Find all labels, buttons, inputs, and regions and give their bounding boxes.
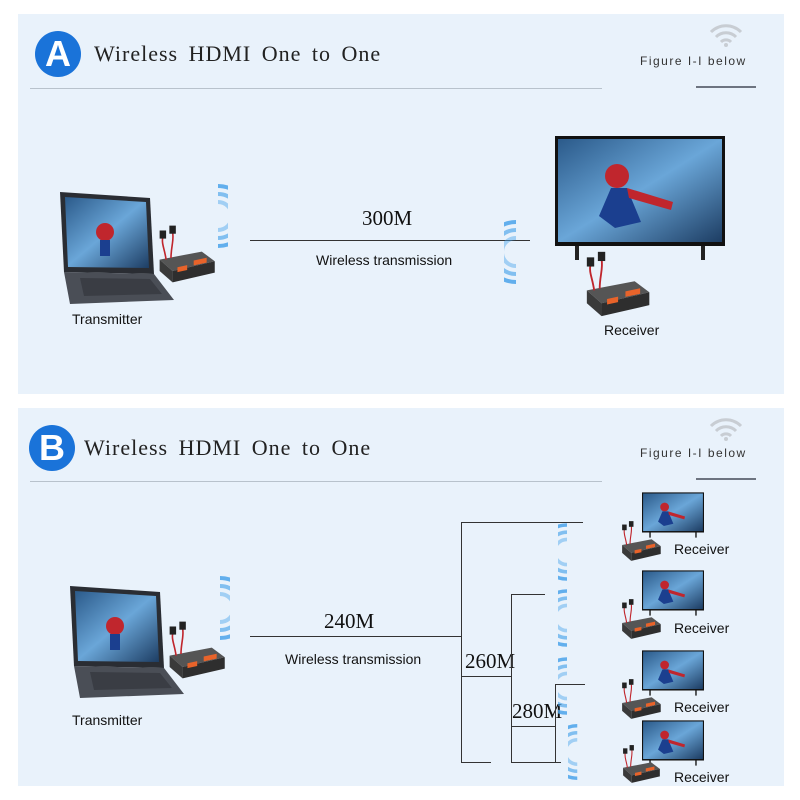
title-divider <box>30 481 602 482</box>
speed-inner-label: 280M <box>512 699 563 723</box>
signal-wave-icon <box>558 523 569 581</box>
signal-wave-icon <box>568 724 579 780</box>
figure-underline <box>696 478 756 480</box>
title-divider <box>30 88 602 89</box>
badge-b-icon: B <box>29 425 75 471</box>
hdmi-box-icon <box>621 520 662 562</box>
wifi-icon <box>709 418 743 441</box>
signal-wave-icon <box>558 589 569 647</box>
transmission-line <box>250 636 462 637</box>
tv-icon <box>555 136 725 260</box>
wireless-transmission-label: Wireless transmission <box>316 252 453 268</box>
signal-wave-icon <box>216 184 228 248</box>
branch-to-receiver-4b <box>511 762 561 763</box>
speed-main-label: 240M <box>324 609 375 633</box>
transmission-line <box>250 240 530 241</box>
panel-one-to-many-b: B Wireless HDMI One to One Figure I-I be… <box>18 408 784 786</box>
receiver-label-4: Receiver <box>674 769 730 785</box>
branch-to-receiver-1 <box>461 522 583 523</box>
receiver-label-3: Receiver <box>674 699 730 715</box>
branch-to-receiver-4 <box>461 762 491 763</box>
receiver-label-1: Receiver <box>674 541 730 557</box>
branch-level-2-stub <box>461 676 511 677</box>
hdmi-box-icon <box>585 250 651 318</box>
hdmi-box-icon <box>621 598 662 640</box>
wireless-transmission-label: Wireless transmission <box>285 651 422 667</box>
figure-underline <box>696 86 756 88</box>
branch-level-2 <box>511 594 512 762</box>
transmitter-label: Transmitter <box>72 311 143 327</box>
hdmi-box-icon <box>621 678 662 720</box>
figure-label: Figure I-I below <box>640 54 747 68</box>
branch-level-3-stub <box>511 726 555 727</box>
branch-to-receiver-2 <box>511 594 545 595</box>
badge-a-icon: A <box>35 31 81 77</box>
signal-wave-icon <box>218 576 230 640</box>
hdmi-box-icon <box>622 744 661 784</box>
signal-wave-icon <box>504 220 518 284</box>
branch-to-receiver-3 <box>555 684 585 685</box>
svg-text:B: B <box>39 427 65 468</box>
transmitter-label: Transmitter <box>72 712 143 728</box>
signal-wave-icon <box>558 657 569 715</box>
wifi-icon <box>709 24 743 47</box>
figure-label: Figure I-I below <box>640 446 747 460</box>
branch-trunk <box>461 522 462 762</box>
panel-one-to-one-a: A Wireless HDMI One to One Figure I-I be… <box>18 14 784 394</box>
speed-label: 300M <box>362 206 413 230</box>
panel-b-title: Wireless HDMI One to One <box>84 435 372 460</box>
svg-text:A: A <box>45 33 71 74</box>
receiver-label-2: Receiver <box>674 620 730 636</box>
speed-mid-label: 260M <box>465 649 516 673</box>
panel-a-title: Wireless HDMI One to One <box>94 41 382 66</box>
branch-level-3 <box>555 684 556 762</box>
receiver-label: Receiver <box>604 322 660 338</box>
